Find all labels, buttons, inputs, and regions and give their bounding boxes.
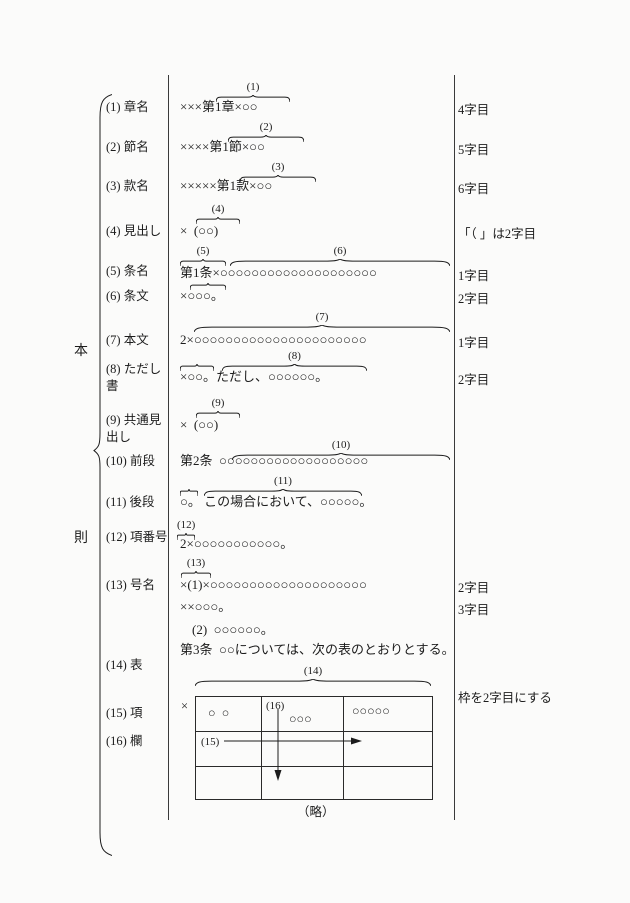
brace-11: (11): [204, 476, 362, 496]
brace-12: (12): [177, 520, 195, 540]
annotation-11: 枠を2字目にする: [458, 691, 552, 705]
content-line-9: × (○○): [180, 417, 219, 432]
item-label-4: (4) 見出し: [106, 224, 162, 238]
content-line-10: 第2条 ○○○○○○○○○○○○○○○○○○○: [180, 453, 369, 468]
brace-13: (13): [181, 558, 211, 578]
brace-10: (10): [232, 440, 450, 460]
row-direction-arrow: [224, 737, 362, 745]
item-label-9: (9) 共通見出し: [106, 413, 162, 444]
annotation-1: 4字目: [458, 103, 490, 117]
table-column-line-1: [261, 697, 262, 799]
content-line-6: ×○○○。: [180, 288, 224, 303]
brace-14: (14): [195, 666, 431, 686]
item-label-8: (8) ただし書: [106, 362, 162, 393]
brace-tag-9: (9): [211, 397, 225, 409]
brace-7: (7): [194, 312, 450, 332]
brace-4: (4): [196, 204, 240, 224]
item-label-5: (5) 条名: [106, 264, 149, 278]
content-line-2: ××××第1節×○○: [180, 139, 265, 154]
brace-tag-1: (1): [246, 81, 260, 93]
item-label-16: (16) 欄: [106, 734, 143, 748]
content-line-13d: 第3条 ○○については、次の表のとおりとする。: [180, 642, 455, 657]
honsoku-label-top: 本: [74, 344, 88, 359]
ryaku-label: （略）: [297, 805, 335, 819]
brace-7-continuation: [180, 364, 214, 371]
brace-tag-6: (6): [333, 245, 347, 257]
item-label-15: (15) 項: [106, 706, 143, 720]
item-label-10: (10) 前段: [106, 454, 155, 468]
content-line-4: × (○○): [180, 223, 219, 238]
table-cell-r1c3: ○○○○○: [352, 704, 390, 718]
brace-2: (2): [228, 122, 304, 142]
item-label-11: (11) 後段: [106, 495, 155, 509]
annotation-9: 2字目: [458, 581, 490, 595]
brace-8: (8): [222, 351, 367, 371]
table-tag-15: (15): [201, 736, 220, 748]
brace-6-continuation: [190, 283, 226, 290]
annotation-2: 5字目: [458, 143, 490, 157]
column-direction-arrow: [274, 709, 282, 781]
content-line-13: ×(1)×○○○○○○○○○○○○○○○○○○○○: [180, 577, 367, 592]
annotation-4: 「（ 」は2字目: [458, 227, 537, 241]
table-row-line-2: [196, 766, 432, 767]
brace-tag-2: (2): [259, 121, 273, 133]
annotation-3: 6字目: [458, 182, 490, 196]
table-cell-r1c2: ○○○: [289, 712, 312, 726]
item-label-2: (2) 節名: [106, 140, 149, 154]
brace-tag-8: (8): [288, 350, 301, 362]
brace-tag-10: (10): [331, 439, 351, 451]
content-line-13c: (2) ○○○○○○。: [192, 622, 274, 637]
table-cell-r1c1: ○ ○: [208, 706, 230, 720]
content-line-5: 第1条×○○○○○○○○○○○○○○○○○○○○: [180, 265, 377, 280]
honsoku-label-bottom: 則: [74, 531, 88, 546]
main-curly-brace: [92, 93, 112, 857]
separator-left: [168, 75, 169, 820]
brace-5: (5): [180, 246, 226, 266]
content-line-11: ○。 この場合において、○○○○○。: [180, 494, 373, 509]
brace-3: (3): [240, 162, 316, 182]
item-label-13: (13) 号名: [106, 578, 155, 592]
brace-10-continuation: [180, 489, 198, 496]
content-line-3: ×××××第1款×○○: [180, 178, 273, 193]
annotation-10: 3字目: [458, 603, 490, 617]
table-tag-16: (16): [266, 700, 285, 712]
table-x-mark: ×: [181, 699, 189, 713]
content-line-8: ×○○。ただし、○○○○○○。: [180, 369, 329, 384]
brace-tag-3: (3): [271, 161, 285, 173]
brace-9: (9): [196, 398, 240, 418]
brace-tag-4: (4): [211, 203, 225, 215]
table-row-line-1: [196, 731, 432, 732]
brace-tag-12: (12): [177, 519, 196, 531]
content-line-12: 2×○○○○○○○○○○○。: [180, 536, 294, 551]
table-column-line-2: [343, 697, 344, 799]
content-line-7: 2×○○○○○○○○○○○○○○○○○○○○○○: [180, 332, 367, 347]
item-label-14: (14) 表: [106, 658, 143, 672]
content-line-1: ×××第1章×○○: [180, 99, 258, 114]
item-label-6: (6) 条文: [106, 289, 149, 303]
item-label-7: (7) 本文: [106, 333, 149, 347]
annotation-5: 1字目: [458, 269, 490, 283]
item-label-3: (3) 款名: [106, 179, 149, 193]
item-label-12: (12) 項番号: [106, 530, 168, 544]
brace-tag-5: (5): [196, 245, 210, 257]
separator-right: [454, 75, 455, 820]
brace-1: (1): [216, 82, 290, 102]
brace-tag-13: (13): [186, 557, 206, 569]
brace-6: (6): [230, 246, 450, 266]
brace-tag-11: (11): [274, 475, 292, 487]
annotation-8: 2字目: [458, 373, 490, 387]
sample-table: ○ ○ (16) ○○○ ○○○○○ (15): [195, 696, 433, 800]
brace-tag-14: (14): [303, 665, 323, 677]
annotation-7: 1字目: [458, 336, 490, 350]
annotation-6: 2字目: [458, 292, 490, 306]
brace-tag-7: (7): [315, 311, 329, 323]
content-line-13b: ××○○○。: [180, 599, 232, 614]
item-label-1: (1) 章名: [106, 100, 149, 114]
